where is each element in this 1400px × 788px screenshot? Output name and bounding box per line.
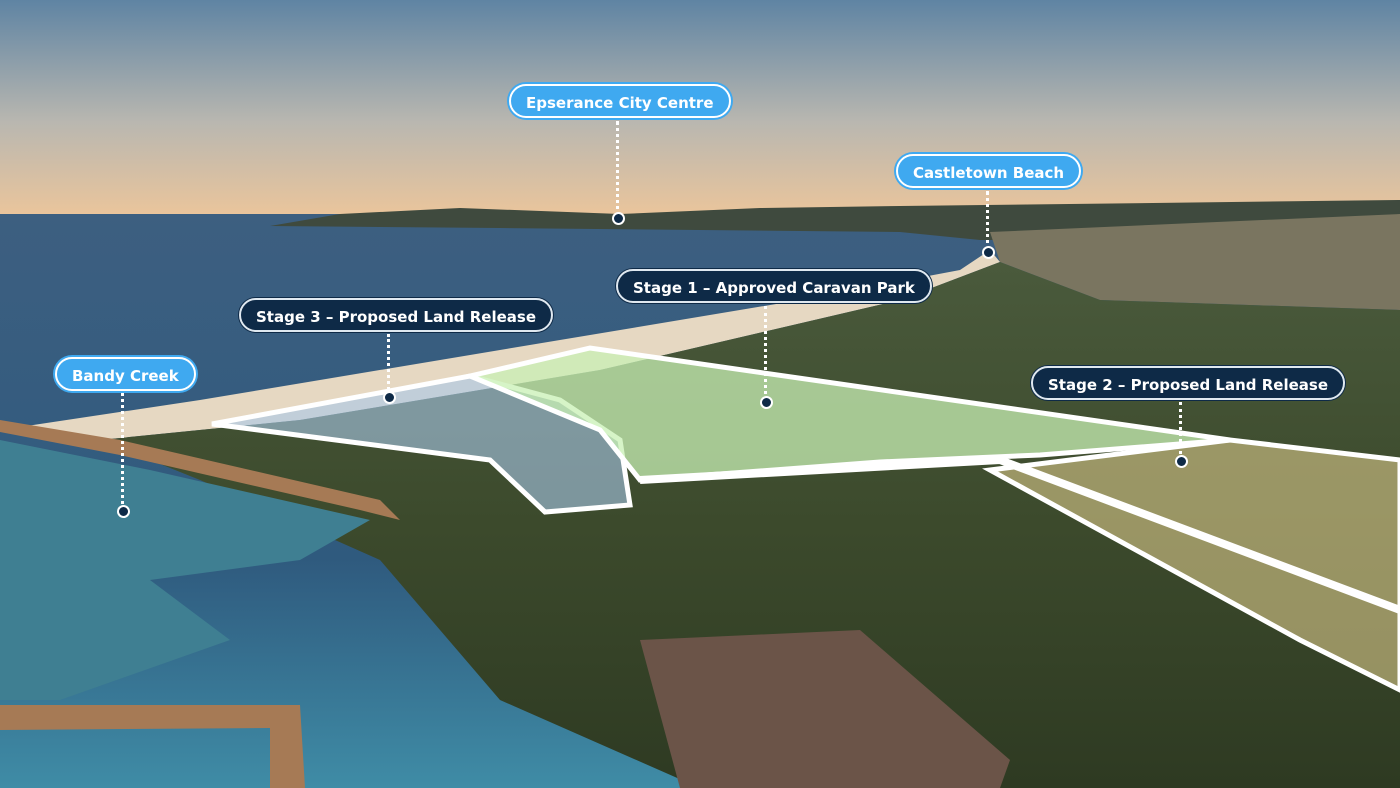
- label-stage-1[interactable]: Stage 1 – Approved Caravan Park: [616, 269, 932, 303]
- label-castletown-beach[interactable]: Castletown Beach: [896, 154, 1082, 188]
- label-bandy-creek[interactable]: Bandy Creek: [55, 357, 196, 391]
- city-centre-leader: [616, 121, 619, 217]
- car-park: [640, 630, 1010, 788]
- city-centre-marker: [612, 212, 625, 225]
- bandy-creek-marker: [117, 505, 130, 518]
- stage-2-parcel: [982, 437, 1400, 693]
- town: [990, 214, 1400, 310]
- castletown-marker: [982, 246, 995, 259]
- stage1-marker: [760, 396, 773, 409]
- breakwater: [0, 705, 305, 788]
- stage1-leader: [764, 306, 767, 401]
- road: [639, 455, 1400, 614]
- castletown-leader: [986, 191, 989, 251]
- bandy-creek-leader: [121, 393, 124, 510]
- lagoon: [0, 440, 370, 700]
- stage3-leader: [387, 334, 390, 396]
- beach: [0, 250, 1000, 440]
- breakwater: [0, 420, 400, 520]
- stage3-marker: [383, 391, 396, 404]
- stage2-marker: [1175, 455, 1188, 468]
- label-city-centre[interactable]: Epserance City Centre: [509, 84, 731, 118]
- label-stage-2[interactable]: Stage 2 – Proposed Land Release: [1031, 366, 1345, 400]
- stage2-leader: [1179, 402, 1182, 460]
- label-stage-3[interactable]: Stage 3 – Proposed Land Release: [239, 298, 553, 332]
